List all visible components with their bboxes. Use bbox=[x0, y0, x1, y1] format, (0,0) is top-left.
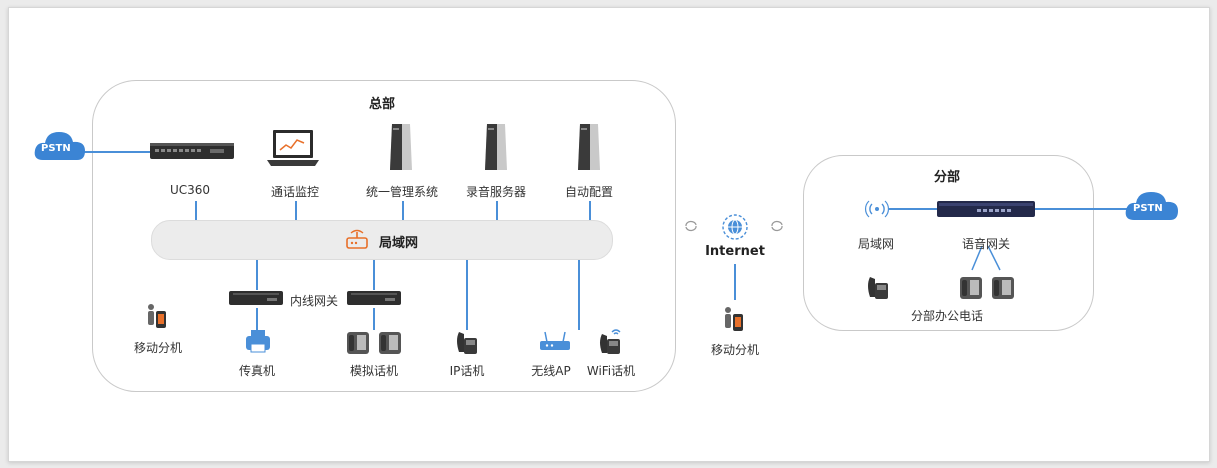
wireless-ap-label: 无线AP bbox=[531, 364, 571, 378]
lan-label: 局域网 bbox=[379, 236, 419, 251]
gateway-analog-link bbox=[373, 308, 375, 330]
ip-phone-icon bbox=[457, 332, 477, 354]
analog-phone-icon bbox=[347, 332, 401, 354]
uc360-label: UC360 bbox=[169, 183, 211, 197]
unified-mgmt-label: 统一管理系统 bbox=[365, 185, 439, 199]
wifi-phone-icon bbox=[600, 329, 621, 354]
internet-label: Internet bbox=[705, 244, 765, 259]
sync-arrows-icon-left bbox=[685, 220, 697, 232]
hq-pstn-cloud-icon bbox=[34, 132, 85, 160]
branch-ap-icon bbox=[865, 200, 889, 218]
lan-ap-link bbox=[578, 258, 580, 330]
internet-mobile-ext-label: 移动分机 bbox=[710, 343, 760, 357]
router-icon bbox=[346, 229, 368, 249]
wifi-phone-label: WiFi话机 bbox=[586, 364, 636, 378]
lan-gateway2-link bbox=[373, 258, 375, 290]
mgmt-server-icon bbox=[390, 124, 412, 170]
ip-phone-label: IP话机 bbox=[449, 364, 485, 378]
recording-lan-link bbox=[496, 201, 498, 221]
branch-lan-label: 局域网 bbox=[857, 237, 895, 251]
autoconfig-lan-link bbox=[589, 201, 591, 221]
gateway-phone-links bbox=[971, 245, 1001, 271]
pstn-to-uc360-link bbox=[84, 151, 150, 153]
branch-gateway-pstn-link bbox=[1035, 208, 1127, 210]
recording-server-label: 录音服务器 bbox=[465, 185, 527, 199]
gateway-fax-link bbox=[256, 308, 258, 330]
hq-pstn-label: PSTN bbox=[41, 143, 71, 154]
monitor-lan-link bbox=[295, 201, 297, 221]
voice-gateway-device-icon bbox=[937, 201, 1035, 217]
lan-ipphone-link bbox=[466, 258, 468, 330]
branch-analog-phone-icon bbox=[960, 277, 1014, 299]
internet-mobile-link bbox=[734, 264, 736, 300]
wireless-ap-icon bbox=[540, 331, 570, 350]
mgmt-lan-link bbox=[402, 201, 404, 221]
branch-zone bbox=[803, 155, 1094, 331]
uc360-device-icon bbox=[150, 143, 234, 159]
office-phones-label: 分部办公电话 bbox=[910, 309, 984, 323]
lan-gateway1-link bbox=[256, 258, 258, 290]
mobile-user-icon bbox=[148, 304, 166, 328]
internal-gateway-label: 内线网关 bbox=[289, 294, 339, 308]
gateway-device-icon bbox=[229, 291, 283, 305]
internet-mobile-user-icon bbox=[725, 307, 743, 331]
internet-globe-icon bbox=[722, 214, 748, 240]
branch-title: 分部 bbox=[933, 170, 961, 185]
branch-ap-gateway-link bbox=[889, 208, 937, 210]
uc360-lan-link bbox=[195, 201, 197, 221]
headquarters-title: 总部 bbox=[368, 97, 396, 112]
fax-icon bbox=[246, 330, 270, 353]
sync-arrows-icon-right bbox=[771, 220, 783, 232]
fax-label: 传真机 bbox=[238, 364, 276, 378]
branch-pstn-cloud-icon bbox=[1125, 192, 1178, 220]
branch-pstn-label: PSTN bbox=[1133, 203, 1163, 214]
analog-phone-label: 模拟话机 bbox=[349, 364, 399, 378]
laptop-icon bbox=[267, 130, 319, 166]
lan-bar bbox=[151, 220, 613, 260]
gateway-device-icon-2 bbox=[347, 291, 401, 305]
auto-config-label: 自动配置 bbox=[564, 185, 614, 199]
hq-mobile-ext-label: 移动分机 bbox=[133, 341, 183, 355]
branch-ip-phone-icon bbox=[868, 277, 888, 299]
call-monitor-label: 通话监控 bbox=[270, 185, 320, 199]
autoconfig-server-icon bbox=[578, 124, 600, 170]
recording-server-icon bbox=[485, 124, 507, 170]
voice-gateway-label: 语音网关 bbox=[961, 237, 1011, 251]
